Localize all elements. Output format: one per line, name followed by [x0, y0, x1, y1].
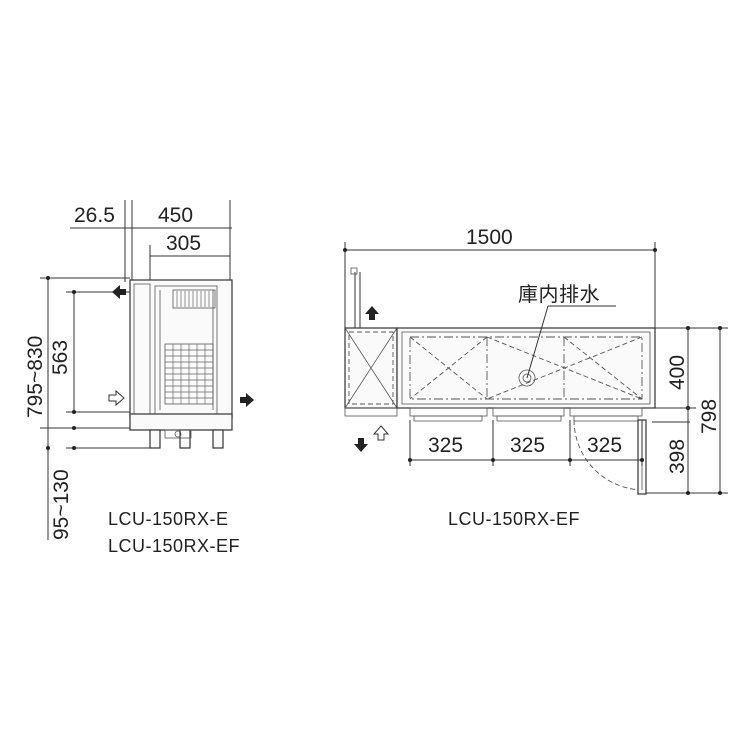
- dim-door-depth: 398: [666, 439, 689, 474]
- dim-drawer-2: 325: [510, 434, 545, 457]
- exhaust-down-arrow-icon: [354, 438, 368, 452]
- intake-arrow-icon: [108, 389, 125, 407]
- machine-compartment: [344, 306, 398, 452]
- side-airflow-arrows: [108, 285, 254, 407]
- leg-middle: [179, 429, 191, 449]
- side-model-label-1: LCU-150RX-E: [108, 509, 229, 529]
- dim-inner-height: 563: [49, 340, 72, 375]
- dim-depth-400: 400: [666, 355, 689, 390]
- exhaust-arrow-right-icon: [240, 393, 254, 407]
- side-view: 26.5 450 305 795~830 563 95~130: [24, 200, 254, 556]
- intake-up-arrow-icon: [372, 425, 390, 441]
- dim-width: 1500: [466, 226, 513, 249]
- drawer-front-1: [409, 407, 488, 417]
- upper-grille: [172, 289, 216, 309]
- plan-model-label: LCU-150RX-EF: [448, 509, 580, 529]
- side-vertical-dimensions: 795~830 563 95~130: [24, 276, 150, 540]
- lower-grille: [164, 343, 214, 405]
- dim-depth: 450: [158, 204, 193, 227]
- drawer-front-3: [569, 407, 643, 417]
- dim-height: 795~830: [24, 336, 47, 418]
- leg-front: [149, 429, 161, 449]
- plan-depth-dimensions: 400 398 798: [646, 326, 728, 495]
- side-unit-body: [129, 279, 233, 449]
- exhaust-up-arrow-icon: [365, 306, 379, 320]
- drain-label: 庫内排水: [518, 283, 600, 306]
- plan-view: 1500: [343, 226, 728, 529]
- plan-width-dimension: 1500: [343, 226, 657, 330]
- drain-inner-icon: [522, 373, 532, 383]
- side-model-label-2: LCU-150RX-EF: [108, 536, 240, 556]
- side-top-dimensions: 26.5 450 305: [70, 200, 232, 282]
- dim-drawer-3: 325: [587, 434, 622, 457]
- drain-outer-icon: [518, 369, 536, 387]
- leg-rear: [212, 429, 224, 449]
- drain-pipe: [350, 267, 361, 328]
- dim-drawer-1: 325: [428, 434, 463, 457]
- drawer-front-2: [492, 407, 565, 417]
- dim-leg: 95~130: [50, 469, 73, 540]
- dim-inner-depth: 305: [166, 232, 201, 255]
- dim-total-depth: 798: [698, 399, 721, 434]
- door-swing: [573, 419, 647, 495]
- drawer-width-dimensions: 325 325 325: [408, 420, 644, 466]
- main-cabinet: 庫内排水: [396, 283, 656, 422]
- exhaust-arrow-left-icon: [112, 285, 126, 299]
- dim-offset: 26.5: [74, 204, 115, 227]
